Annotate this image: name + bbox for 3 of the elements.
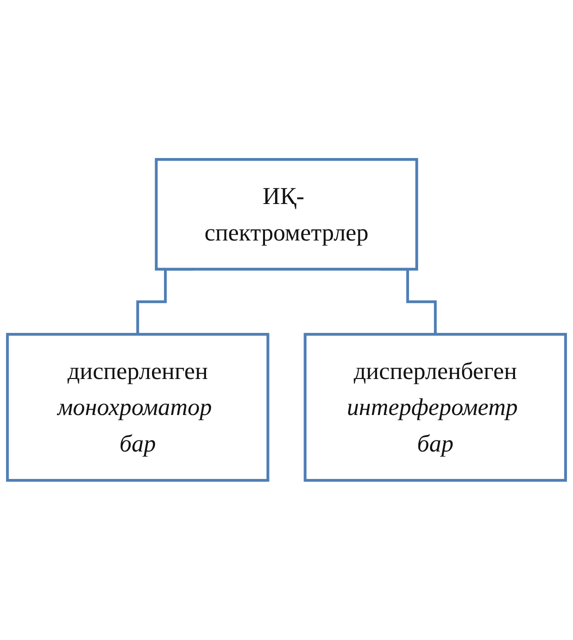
node-box: дисперленбеген интерферометр бар	[304, 333, 567, 482]
node-box: ИҚ- спектрометрлер	[154, 158, 418, 271]
node-box: дисперленген монохроматор бар	[6, 333, 270, 482]
